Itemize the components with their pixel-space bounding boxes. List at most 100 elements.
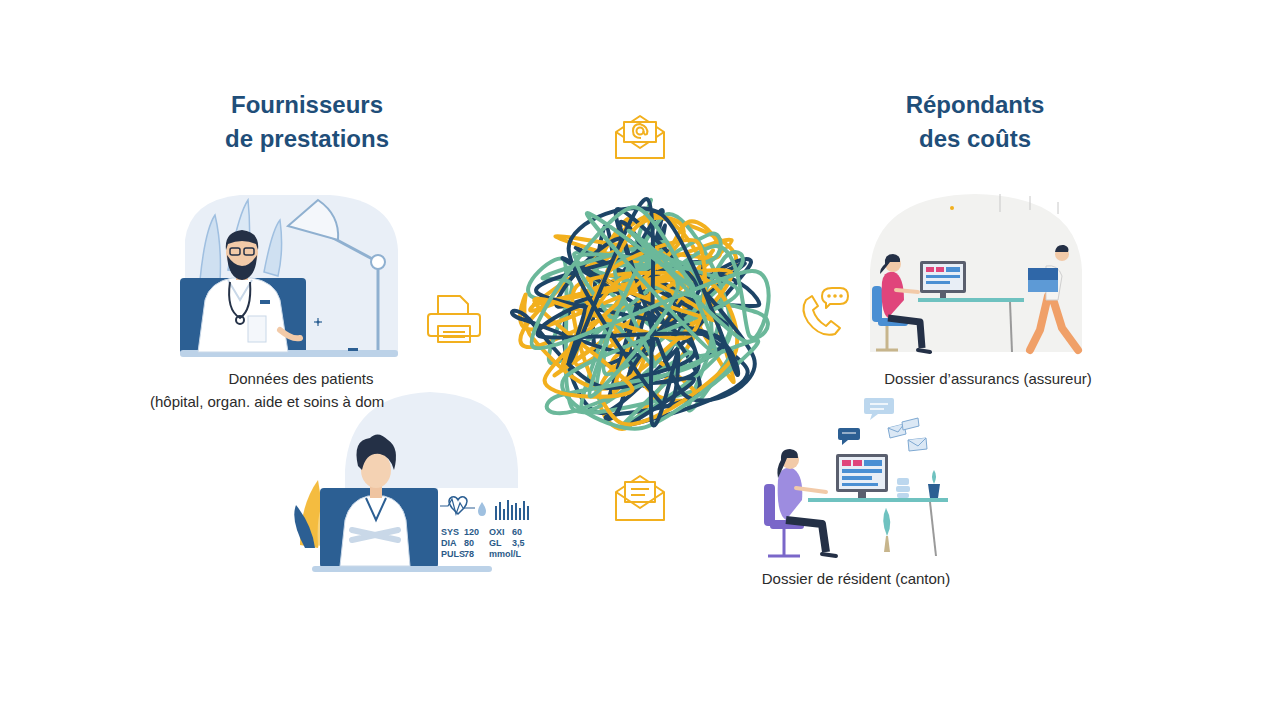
phone-icon-part: [834, 295, 836, 297]
phone-icon-part: [840, 295, 842, 297]
canton-office-illustration-part-part: [908, 438, 926, 446]
insurer-office-illustration-part: [1055, 245, 1069, 252]
canton-office-illustration-part: [888, 418, 927, 451]
canton-office-illustration-part: [883, 508, 890, 536]
vital-sign-name: OXI: [489, 528, 505, 538]
vital-sign-name: PULS: [441, 550, 465, 560]
printer-icon-part: [438, 326, 470, 342]
email-icon: [616, 116, 664, 158]
canton-office-illustration-part-part: [902, 418, 919, 430]
canton-office-illustration-part-part: [853, 460, 862, 466]
canton-office-illustration-part-part: [842, 483, 878, 486]
printer-icon-part: [443, 331, 465, 333]
canton-office-illustration-part: [778, 468, 803, 520]
vital-sign-value: 3,5: [512, 539, 525, 549]
canton-office-illustration-part: [764, 484, 775, 526]
canton-office-illustration-part-part: [908, 438, 927, 451]
illustration-caption: Données des patients: [228, 370, 373, 388]
vital-sign-value: 60: [512, 528, 522, 538]
canton-office-illustration-part: [932, 470, 936, 484]
canton-office-illustration-part: [864, 398, 894, 414]
letter-icon-part: [616, 492, 664, 508]
canton-office-illustration-part: [870, 403, 888, 405]
doctor-vitals-illustration-part: [478, 502, 486, 516]
doctor-vitals-illustration-part: [366, 498, 386, 520]
email-icon-part: [624, 122, 656, 142]
vital-sign-value: 80: [464, 539, 474, 549]
canton-office-illustration-part-part: [897, 493, 909, 498]
phone-icon-part: [828, 295, 830, 297]
illustration-caption: (hôpital, organ. aide et soins à dom: [150, 393, 384, 411]
doctor-vitals-illustration: [294, 392, 535, 572]
canton-office-illustration-part: [896, 478, 910, 498]
canton-office-illustration: [764, 398, 948, 556]
doctor-laptop-illustration-part: [260, 300, 270, 304]
doctor-vitals-illustration-part-part: [511, 505, 513, 520]
printer-icon: [428, 296, 480, 342]
doctor-laptop-illustration-part: [227, 255, 257, 280]
doctor-laptop-illustration-part: [228, 280, 252, 300]
canton-office-illustration-part: [839, 457, 885, 489]
insurer-office-illustration-part: [876, 325, 898, 350]
insurer-office-illustration-part: [1030, 196, 1031, 210]
email-icon-part: [637, 128, 644, 135]
email-icon-part: [616, 116, 664, 158]
tangle-of-lines: [512, 199, 769, 429]
canton-office-illustration-part: [884, 536, 890, 552]
doctor-laptop-illustration: [180, 195, 398, 357]
letter-icon-part: [616, 476, 664, 520]
insurer-office-illustration-part: [923, 264, 963, 290]
insurer-office-illustration-part-part: [946, 267, 960, 272]
doctor-laptop-illustration-part: [236, 316, 244, 324]
phone-icon-part: [822, 288, 848, 308]
doctor-laptop-illustration-part: [377, 262, 380, 352]
vital-sign-value: 120: [464, 528, 479, 538]
printer-icon-part: [443, 336, 465, 338]
doctor-vitals-illustration-part-part: [515, 503, 517, 520]
doctor-laptop-illustration-part: [264, 220, 282, 276]
doctor-laptop-illustration-part: [226, 230, 258, 250]
insurer-office-illustration-part: [1010, 302, 1012, 352]
tangle-line: [534, 217, 715, 396]
letter-icon-part: [625, 482, 655, 502]
doctor-vitals-illustration-part: [495, 500, 529, 520]
doctor-vitals-illustration-part-part: [507, 500, 509, 520]
insurer-office-illustration-part: [950, 206, 954, 210]
doctor-laptop-illustration-part: [198, 278, 288, 352]
canton-office-illustration-part: [838, 428, 860, 440]
canton-office-illustration-part: [842, 460, 882, 486]
doctor-laptop-illustration-part: [200, 215, 220, 282]
canton-office-illustration-part-part: [897, 478, 909, 485]
canton-office-illustration-part-part: [896, 486, 910, 492]
insurer-office-illustration-part: [918, 350, 930, 352]
vital-sign-name: GL: [489, 539, 502, 549]
insurer-office-illustration-part-part: [936, 267, 944, 272]
letter-icon-part: [631, 494, 645, 496]
phone-icon-part: [803, 296, 840, 335]
canton-office-illustration-part: [930, 502, 936, 556]
tangle-line: [532, 207, 769, 396]
insurer-office-illustration-part: [888, 318, 922, 348]
canton-office-illustration-part: [808, 498, 948, 502]
canton-office-illustration-part-part: [888, 424, 904, 432]
doctor-laptop-illustration-part: [248, 316, 266, 342]
insurer-office-illustration-part: [1028, 280, 1058, 292]
doctor-vitals-illustration-part-part: [503, 509, 505, 520]
doctor-laptop-illustration-part: [180, 278, 306, 354]
illustration-caption: Dossier de résident (canton): [762, 570, 950, 588]
phone-icon: [803, 288, 848, 335]
canton-office-illustration-part: [786, 520, 826, 552]
insurer-office-illustration-part-part: [926, 267, 934, 272]
canton-office-illustration-part-part: [842, 460, 851, 466]
vital-sign-value: 78: [464, 550, 474, 560]
doctor-vitals-illustration-part: [438, 488, 535, 568]
insurer-office-illustration-part: [870, 194, 1082, 352]
canton-office-illustration-part: [842, 440, 848, 445]
doctor-vitals-illustration-part-part: [495, 506, 497, 520]
canton-office-illustration-part: [928, 484, 940, 498]
doctor-laptop-illustration-part: [348, 348, 358, 351]
insurer-office-illustration: [870, 194, 1082, 352]
insurer-office-illustration-part: [1000, 194, 1001, 212]
